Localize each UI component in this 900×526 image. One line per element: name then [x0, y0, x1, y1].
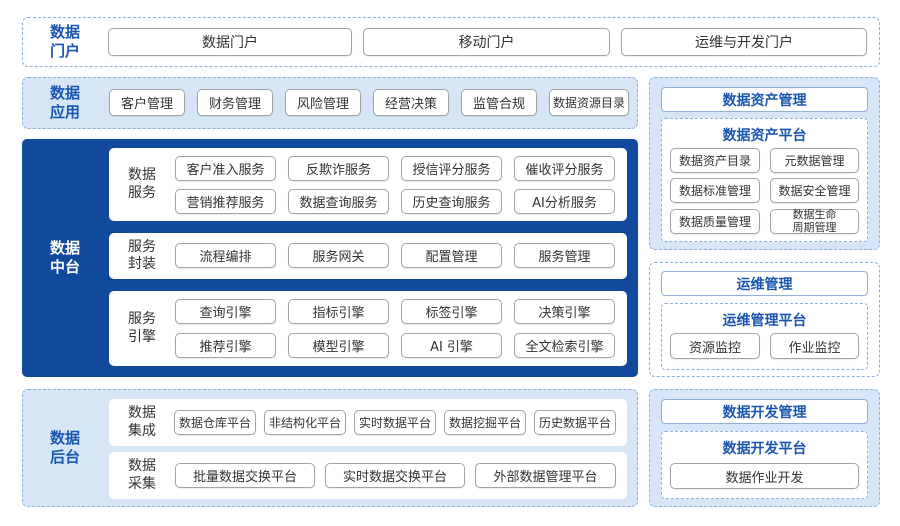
service-ai-analysis[interactable]: AI分析服务	[514, 189, 615, 214]
data-job-dev[interactable]: 数据作业开发	[670, 463, 859, 489]
engine-recommend[interactable]: 推荐引擎	[175, 333, 276, 358]
exchange-realtime[interactable]: 实时数据交换平台	[325, 463, 465, 488]
asset-mgmt-header[interactable]: 数据资产管理	[661, 87, 868, 112]
app-item-customer[interactable]: 客户管理	[109, 89, 185, 116]
metadata-mgmt[interactable]: 元数据管理	[770, 148, 859, 173]
service-data-query[interactable]: 数据查询服务	[288, 189, 389, 214]
engine-model[interactable]: 模型引擎	[288, 333, 389, 358]
collection-label: 数据 采集	[128, 458, 156, 492]
middle-label: 数据 中台	[49, 239, 80, 276]
package-flow[interactable]: 流程编排	[175, 243, 276, 268]
app-item-finance[interactable]: 财务管理	[197, 89, 273, 116]
service-marketing[interactable]: 营销推荐服务	[175, 189, 276, 214]
platform-mining[interactable]: 数据挖掘平台	[444, 410, 526, 435]
exchange-batch[interactable]: 批量数据交换平台	[175, 463, 315, 488]
resource-monitor[interactable]: 资源监控	[670, 333, 760, 359]
engine-fulltext[interactable]: 全文检索引擎	[514, 333, 615, 358]
service-package-label: 服务 封装	[128, 238, 156, 273]
package-service-mgmt[interactable]: 服务管理	[514, 243, 615, 268]
external-data-mgmt[interactable]: 外部数据管理平台	[475, 463, 616, 488]
asset-catalog[interactable]: 数据资产目录	[670, 148, 760, 173]
service-anti-fraud[interactable]: 反欺诈服务	[288, 156, 389, 181]
application-label: 数据 应用	[49, 84, 80, 121]
portal-item-data[interactable]: 数据门户	[108, 28, 352, 56]
service-history-query[interactable]: 历史查询服务	[401, 189, 502, 214]
backend-label: 数据 后台	[49, 429, 80, 466]
package-gateway[interactable]: 服务网关	[288, 243, 389, 268]
data-security-mgmt[interactable]: 数据安全管理	[770, 178, 859, 203]
engine-decision[interactable]: 决策引擎	[514, 299, 615, 324]
engine-indicator[interactable]: 指标引擎	[288, 299, 389, 324]
service-credit-score[interactable]: 授信评分服务	[401, 156, 502, 181]
dev-platform-title: 数据开发平台	[722, 441, 807, 457]
data-quality-mgmt[interactable]: 数据质量管理	[670, 209, 760, 234]
service-customer-access[interactable]: 客户准入服务	[175, 156, 276, 181]
dev-mgmt-header[interactable]: 数据开发管理	[661, 399, 868, 424]
app-item-compliance[interactable]: 监管合规	[461, 89, 537, 116]
portal-item-ops-dev[interactable]: 运维与开发门户	[621, 28, 867, 56]
package-config[interactable]: 配置管理	[401, 243, 502, 268]
ops-platform-title: 运维管理平台	[722, 313, 807, 329]
data-standard-mgmt[interactable]: 数据标准管理	[670, 178, 760, 203]
platform-history[interactable]: 历史数据平台	[534, 410, 616, 435]
job-monitor[interactable]: 作业监控	[770, 333, 859, 359]
platform-unstructured[interactable]: 非结构化平台	[264, 410, 346, 435]
ops-mgmt-header[interactable]: 运维管理	[661, 271, 868, 296]
platform-realtime[interactable]: 实时数据平台	[354, 410, 436, 435]
engine-query[interactable]: 查询引擎	[175, 299, 276, 324]
data-service-label: 数据 服务	[128, 167, 156, 201]
service-engine-label: 服务 引擎	[128, 311, 156, 345]
app-item-resource-catalog[interactable]: 数据资源目录	[549, 89, 629, 116]
asset-platform-title: 数据资产平台	[722, 128, 807, 144]
app-item-risk[interactable]: 风险管理	[285, 89, 361, 116]
portal-label: 数据 门户	[49, 23, 80, 60]
engine-ai[interactable]: AI 引擎	[401, 333, 502, 358]
data-lifecycle-mgmt[interactable]: 数据生命 周期管理	[770, 209, 859, 234]
platform-warehouse[interactable]: 数据仓库平台	[174, 410, 256, 435]
integration-label: 数据 集成	[128, 405, 156, 439]
engine-tag[interactable]: 标签引擎	[401, 299, 502, 324]
service-collection-score[interactable]: 催收评分服务	[514, 156, 615, 181]
app-item-decision[interactable]: 经营决策	[373, 89, 449, 116]
portal-item-mobile[interactable]: 移动门户	[363, 28, 610, 56]
